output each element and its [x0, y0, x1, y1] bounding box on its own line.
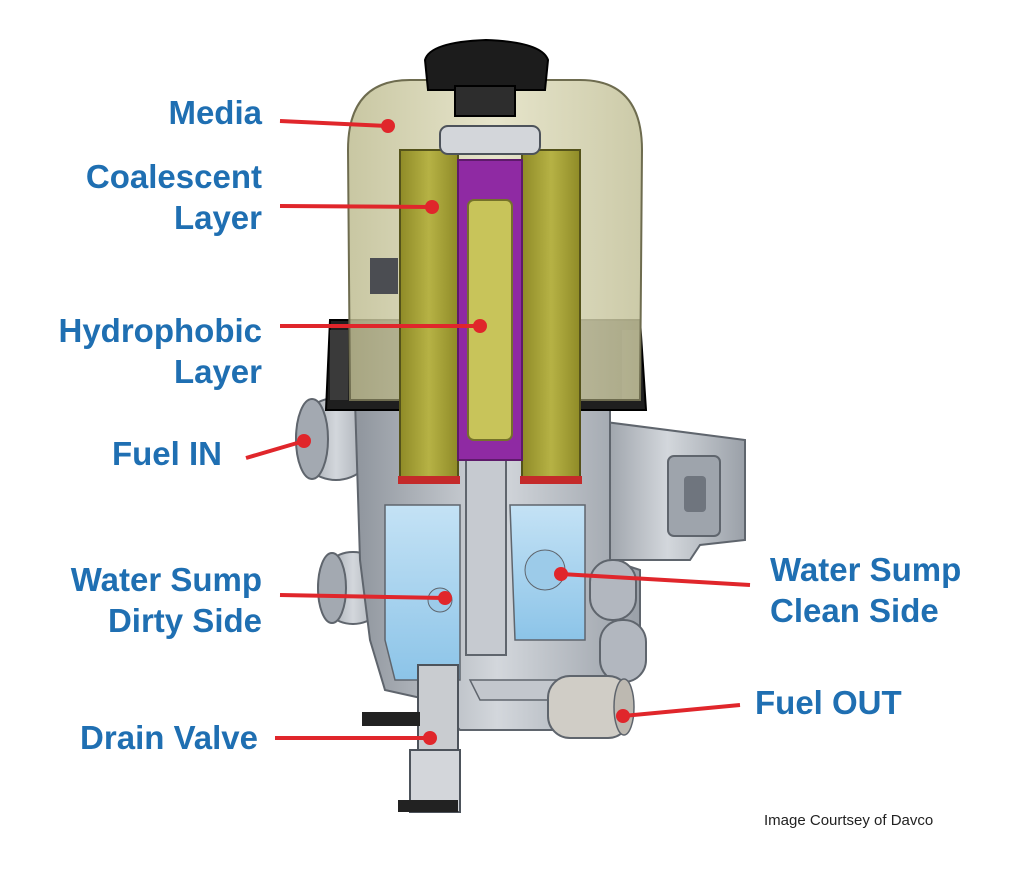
label-coalescent-layer: Coalescent Layer	[85, 158, 262, 236]
image-credit: Image Courtsey of Davco	[764, 812, 934, 829]
filter-cap	[423, 38, 550, 117]
leader-clean	[560, 572, 751, 587]
label-fuel-out: Fuel OUT	[755, 684, 902, 721]
label-drain-valve: Drain Valve	[80, 719, 258, 756]
leader-lines	[245, 119, 751, 745]
mounting-bracket	[588, 418, 746, 561]
label-fuel-in: Fuel IN	[111, 435, 222, 472]
leader-fuel-out	[622, 703, 741, 718]
leader-fuel-in	[245, 439, 305, 460]
leader-coalescent	[279, 204, 433, 209]
drain-valve	[362, 664, 461, 813]
label-water-sump-clean: Water Sump Clean Side	[770, 551, 962, 629]
right-ports	[589, 559, 647, 683]
label-hydrophobic-layer: Hydrophobic Layer	[58, 312, 263, 390]
red-seals	[398, 476, 582, 484]
label-water-sump-dirty: Water Sump Dirty Side	[70, 561, 262, 639]
leader-media	[279, 119, 389, 128]
leader-dirty	[279, 593, 446, 600]
top-clip	[439, 125, 541, 155]
hydrophobic-tube	[457, 159, 523, 461]
label-media: Media	[168, 94, 262, 131]
